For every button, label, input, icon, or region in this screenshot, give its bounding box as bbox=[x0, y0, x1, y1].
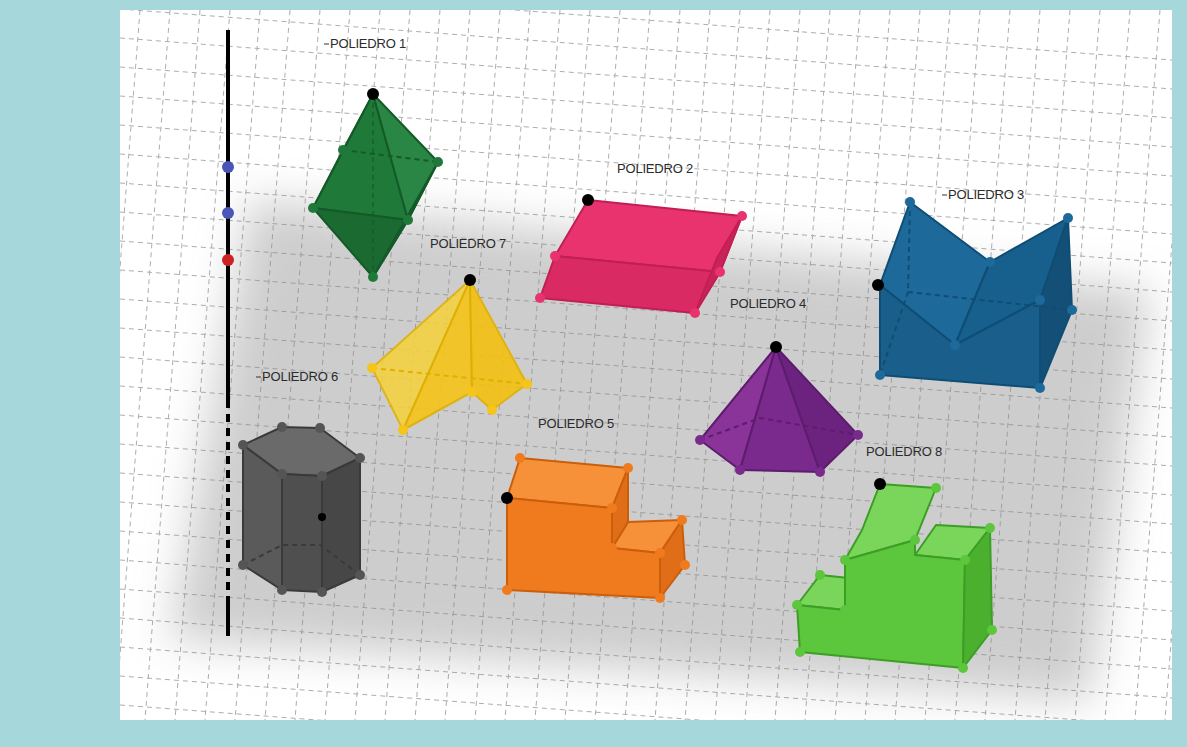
polyhedron-label: POLIEDRO 6 bbox=[262, 369, 338, 384]
polyhedron-label: POLIEDRO 4 bbox=[730, 296, 806, 311]
polyhedron-label: POLIEDRO 3 bbox=[948, 187, 1024, 202]
polyhedron-label: POLIEDRO 8 bbox=[866, 444, 942, 459]
polyhedron-label: POLIEDRO 7 bbox=[430, 236, 506, 251]
polyhedron-label: POLIEDRO 1 bbox=[330, 36, 406, 51]
polyhedron-label: POLIEDRO 5 bbox=[538, 416, 614, 431]
polyhedron-label: POLIEDRO 2 bbox=[617, 161, 693, 176]
